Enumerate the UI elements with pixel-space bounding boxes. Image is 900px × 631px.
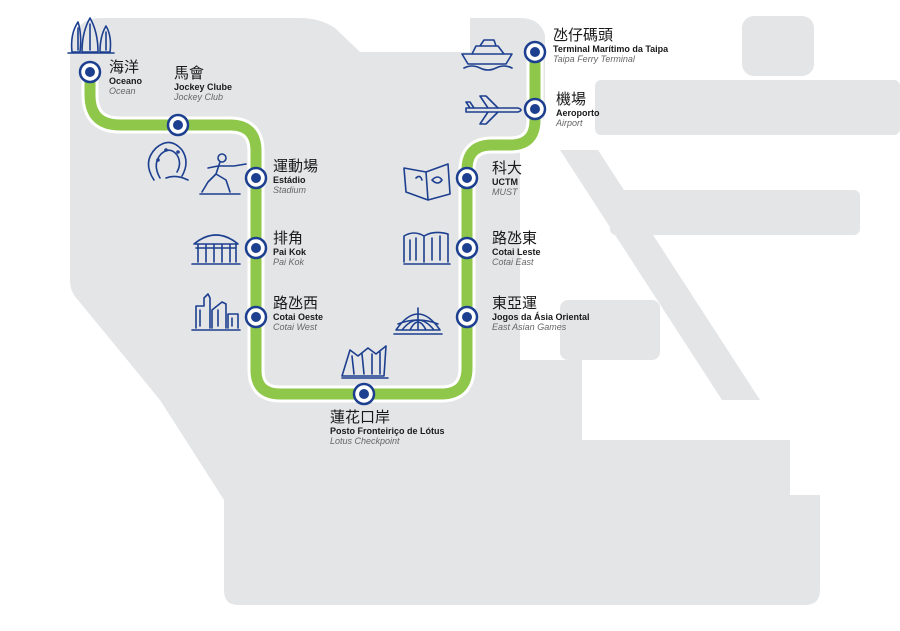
land-block-se [560, 300, 660, 360]
station-name-en: East Asian Games [492, 322, 567, 333]
station-dot-cotaileste [462, 243, 472, 253]
station-label-lotus: 蓮花口岸 Posto Fronteiriço de Lótus Lotus Ch… [330, 408, 445, 447]
station-label-cotaioeste: 路氹西 Cotai Oeste Cotai West [273, 294, 324, 333]
station-label-jogos: 東亞運 Jogos da Ásia Oriental East Asian Ga… [492, 294, 590, 333]
station-label-paikok: 排角 Pai Kok Pai Kok [273, 229, 307, 268]
station-dot-estadio [251, 173, 261, 183]
station-dot-jockey [173, 120, 183, 130]
station-dot-lotus [359, 389, 369, 399]
station-name-en: Jockey Club [174, 92, 224, 103]
station-label-ferry: 氹仔碼頭 Terminal Marítimo da Taipa Taipa Fe… [553, 26, 669, 65]
station-dot-ferry [530, 47, 540, 57]
station-name-en: Cotai East [492, 257, 534, 268]
station-name-pt: Cotai Oeste [273, 311, 324, 322]
station-dot-paikok [251, 243, 261, 253]
station-name-pt: Terminal Marítimo da Taipa [553, 43, 669, 54]
wave-building-icon [403, 231, 451, 265]
station-dot-oceano [85, 67, 95, 77]
station-label-estadio: 運動場 Estádio Stadium [273, 157, 319, 196]
station-name-pt: Jockey Clube [174, 81, 233, 92]
station-dot-uctm [462, 173, 472, 183]
ferry-icon [461, 39, 513, 71]
station-name-en: Lotus Checkpoint [330, 436, 400, 447]
station-name-en: Taipa Ferry Terminal [553, 54, 635, 65]
station-label-aeroporto: 機場 Aeroporto Airport [556, 90, 600, 129]
station-name-en: MUST [492, 187, 518, 198]
station-name-pt: Posto Fronteiriço de Lótus [330, 425, 445, 436]
station-name-pt: Oceano [109, 75, 143, 86]
landmark-icons [67, 17, 522, 379]
station-name-zh: 路氹東 [492, 229, 538, 247]
towers-icon [67, 17, 115, 54]
station-name-zh: 排角 [273, 229, 304, 247]
station-name-en: Stadium [273, 185, 307, 196]
station-name-zh: 路氹西 [273, 294, 319, 312]
horseshoe-icon [147, 141, 189, 181]
station-dot-jogos [462, 312, 472, 322]
station-name-en: Airport [556, 118, 583, 129]
station-name-zh: 蓮花口岸 [330, 408, 391, 426]
station-name-zh: 機場 [556, 90, 587, 108]
station-label-cotaileste: 路氹東 Cotai Leste Cotai East [492, 229, 541, 268]
runner-icon [199, 153, 247, 195]
station-name-zh: 東亞運 [492, 294, 538, 312]
station-name-pt: Cotai Leste [492, 246, 541, 257]
land-block-east [595, 80, 900, 135]
station-name-pt: Aeroporto [556, 107, 600, 118]
station-name-en: Pai Kok [273, 257, 305, 268]
land-block-east2 [610, 190, 860, 235]
station-name-pt: Jogos da Ásia Oriental [492, 311, 590, 322]
land-block-ne [742, 16, 814, 76]
pavilion-icon [191, 234, 241, 265]
skyline-icon [191, 293, 241, 331]
station-name-zh: 馬會 [174, 64, 205, 82]
station-label-uctm: 科大 UCTM MUST [492, 159, 523, 198]
station-name-zh: 運動場 [273, 157, 319, 175]
station-name-pt: UCTM [492, 176, 518, 187]
station-name-zh: 氹仔碼頭 [553, 26, 614, 44]
airplane-icon [465, 95, 522, 125]
station-name-zh: 科大 [492, 159, 523, 177]
station-name-en: Cotai West [273, 322, 317, 333]
station-dot-aeroporto [530, 104, 540, 114]
station-label-jockey: 馬會 Jockey Clube Jockey Club [174, 64, 233, 103]
dome-icon [393, 307, 443, 335]
station-markers [78, 40, 547, 406]
checkpoint-building-icon [341, 345, 389, 379]
station-label-oceano: 海洋 Oceano Ocean [109, 58, 143, 97]
station-name-en: Ocean [109, 86, 136, 97]
station-name-pt: Pai Kok [273, 246, 307, 257]
station-name-zh: 海洋 [109, 58, 140, 76]
land-runway [560, 150, 760, 400]
station-dot-cotaioeste [251, 312, 261, 322]
book-icon [403, 163, 451, 201]
station-name-pt: Estádio [273, 174, 306, 185]
